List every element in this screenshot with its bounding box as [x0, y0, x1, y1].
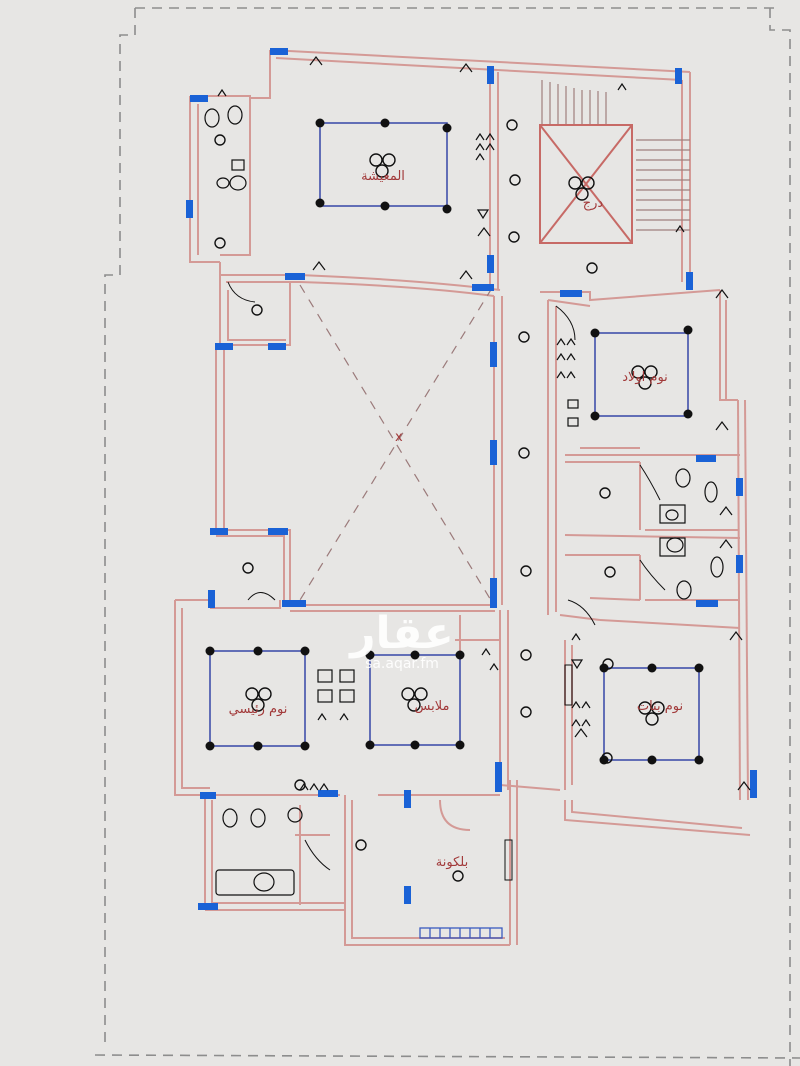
- room-label-master-bedroom: نوم رئيسي: [229, 702, 288, 717]
- room-label-balcony: بلكونة: [436, 855, 468, 870]
- balcony-railing: [419, 927, 503, 939]
- staircase: [541, 80, 690, 231]
- aqar-watermark: عقار sa.aqar.fm: [348, 608, 454, 672]
- bathroom-fixtures: [204, 105, 724, 896]
- watermark-logo: عقار: [348, 608, 454, 659]
- room-label-dressing: ملابس: [415, 699, 450, 714]
- door-swings: [227, 281, 666, 881]
- sheet-border: [94, 7, 800, 1066]
- void-center-mark: x: [395, 430, 403, 445]
- open-void-markings: [299, 284, 493, 603]
- windows: [186, 48, 757, 910]
- electrical-switches: [217, 56, 751, 791]
- stairwell-void: [539, 124, 633, 244]
- room-label-living: المعيشة: [361, 169, 405, 184]
- chandelier-fixtures: [245, 153, 665, 726]
- watermark-site: sa.aqar.fm: [365, 656, 439, 672]
- room-label-girls-bedroom: نوم بنات: [637, 699, 683, 714]
- room-label-stairs: درج: [583, 196, 604, 211]
- room-label-boys-bedroom: نوم اولاد: [622, 370, 668, 385]
